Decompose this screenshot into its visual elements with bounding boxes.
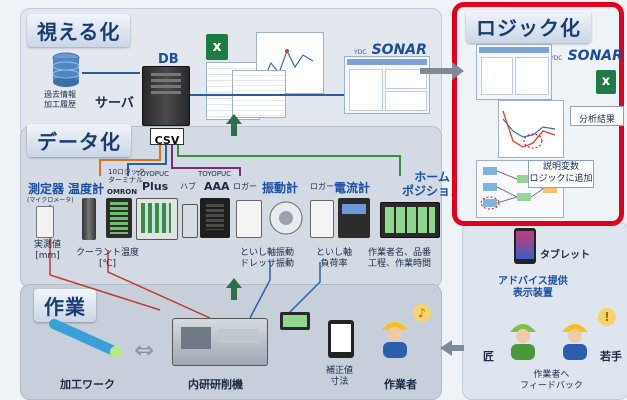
temp-sensor-device [82,198,96,240]
music-note-icon: ♪ [413,304,431,322]
hub-label: ハブ [180,182,196,191]
exclamation-icon: ! [598,308,616,326]
tablet-device-logic [514,228,536,264]
work-to-data-arrowhead [226,278,242,288]
omron-terminal [106,198,132,238]
sensor-sub: (マイクロメータ) [27,197,74,204]
logger1-label: ロガー [233,182,257,191]
feedback-arrow-to-work [440,340,464,356]
vibration-value: といし軸振動ドレッサ振動 [240,248,295,269]
workpiece-label: 加工ワーク [60,378,115,391]
toyopuc-plus [136,198,178,240]
plc1-label: 10ロジックターミナル [108,168,145,184]
logger2-device [310,200,334,238]
ammeter-device [338,198,370,238]
ammeter-title: 電流計 [334,181,371,195]
section-title-visualize: 視える化 [27,14,131,47]
section-title-data: データ化 [27,124,131,157]
home-value: 作業者名、品番工程、作業時間 [368,248,432,269]
hub-device [182,204,198,238]
sonar-screen-logic [476,44,552,100]
sonar-logo-logic: YDC SONAR [550,48,623,64]
server-line [82,72,140,74]
plc2-brand-small: TOYOPUC [136,170,170,178]
master-label: 匠 [483,350,494,363]
logger1-device [236,200,262,238]
micrometer-device [36,206,54,238]
grinder-machine [172,318,268,366]
ammeter-value: といし軸負荷率 [316,248,353,269]
plc3-brand: AAA [204,180,230,193]
data-to-visualize-arrow [231,122,237,136]
explain-label-2: ロジックに追加 [529,174,593,184]
analysis-label: 分析結果 [578,115,615,125]
two-way-arrow-icon: ⇔ [134,336,155,364]
explain-callout: 説明変数 ロジックに追加 [528,160,594,188]
server-label: サーバ [95,96,134,111]
logger2-label: ロガー [310,182,334,191]
data-to-logic-arrow [420,62,464,80]
explain-label-1: 説明変数 [542,162,579,172]
db-label: DB [158,52,179,67]
vibration-title: 振動計 [262,181,299,195]
sensor-value: 実測値[mm] [34,240,62,261]
plc2-brand: Plus [142,180,169,193]
analysis-callout: 分析結果 [570,106,624,126]
tablet-device-work [328,320,354,358]
workpiece-icon [49,319,122,358]
vibration-sensor-icon [269,201,303,235]
db-to-sonar-line [190,94,344,96]
logic-flow-screen [476,160,564,218]
section-title-logic: ロジック化 [466,10,591,43]
csv-label: CSV [154,134,180,147]
excel-icon-logic: x [596,70,616,94]
operator-icon [382,322,408,358]
logic-flow-diagram [480,167,557,210]
toyopuc-aaa [200,198,230,238]
young-icon [562,324,588,360]
operator-panel [280,312,310,330]
master-icon [510,324,536,360]
young-label: 若手 [600,350,622,363]
feedback-label: 作業者へフィードバック [520,370,583,391]
server-tower [142,66,190,126]
section-title-work: 作業 [34,289,96,322]
sensor-title: 測定器 [28,182,65,196]
data-to-visualize-arrowhead [226,114,242,124]
temp-title: 温度計 [68,182,105,196]
excel-icon: x [206,34,228,60]
analysis-chart [498,100,564,158]
sonar-screen-visualize [344,56,430,114]
home-title: ホームポジション [402,170,463,198]
correction-label: 補正値寸法 [326,366,354,387]
plc1-brand: OMRON [107,188,138,196]
temp-value: クーラント温度[℃] [76,248,140,269]
work-to-data-arrow [231,286,237,300]
advice-label: アドバイス提供表示装置 [498,276,568,299]
home-display [380,202,440,238]
operator-label: 作業者 [384,378,417,391]
analysis-chart-plot [502,110,556,149]
plc3-brand-small: TOYOPUC [198,170,232,178]
database-icon [52,52,80,87]
csv-badge: CSV [150,128,184,147]
sonar-logo-visualize: YDC SONAR [354,42,427,58]
chart-screen-plot [262,49,314,82]
grinder-label: 内研研削機 [188,378,243,391]
tablet-label: タブレット [540,250,590,261]
history-label: 過去情報加工履歴 [44,90,76,109]
